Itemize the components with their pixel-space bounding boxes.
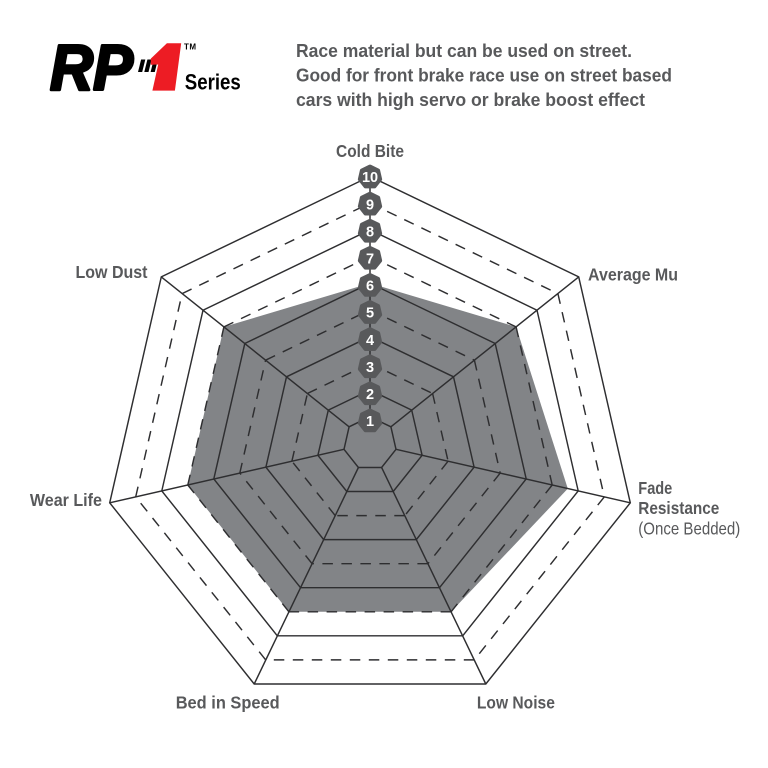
svg-text:Good for front brake race use: Good for front brake race use on street …	[296, 65, 672, 86]
svg-text:3: 3	[366, 360, 374, 376]
svg-text:4: 4	[366, 333, 374, 349]
svg-text:Series: Series	[185, 70, 241, 95]
svg-text:Cold Bite: Cold Bite	[336, 141, 404, 161]
svg-text:Bed in Speed: Bed in Speed	[176, 692, 280, 712]
svg-text:5: 5	[366, 306, 374, 322]
svg-text:Average Mu: Average Mu	[588, 265, 678, 285]
svg-text:10: 10	[362, 170, 378, 186]
svg-text:Low Dust: Low Dust	[76, 262, 148, 282]
svg-text:Wear Life: Wear Life	[30, 490, 102, 510]
svg-text:TM: TM	[184, 43, 197, 52]
svg-text:6: 6	[366, 279, 374, 295]
svg-text:7: 7	[366, 251, 374, 267]
svg-text:(Once Bedded): (Once Bedded)	[638, 519, 740, 539]
svg-text:Low Noise: Low Noise	[477, 692, 555, 712]
svg-text:cars with high servo or brake: cars with high servo or brake boost effe…	[296, 89, 645, 110]
svg-text:1: 1	[366, 414, 374, 430]
svg-text:Race material but can be used: Race material but can be used on street.	[296, 40, 632, 61]
svg-text:2: 2	[366, 387, 374, 403]
svg-text:RP: RP	[50, 32, 133, 104]
svg-text:8: 8	[366, 224, 374, 240]
svg-text:Fade: Fade	[638, 478, 672, 498]
svg-text:9: 9	[366, 197, 374, 213]
svg-text:Resistance: Resistance	[638, 498, 719, 518]
